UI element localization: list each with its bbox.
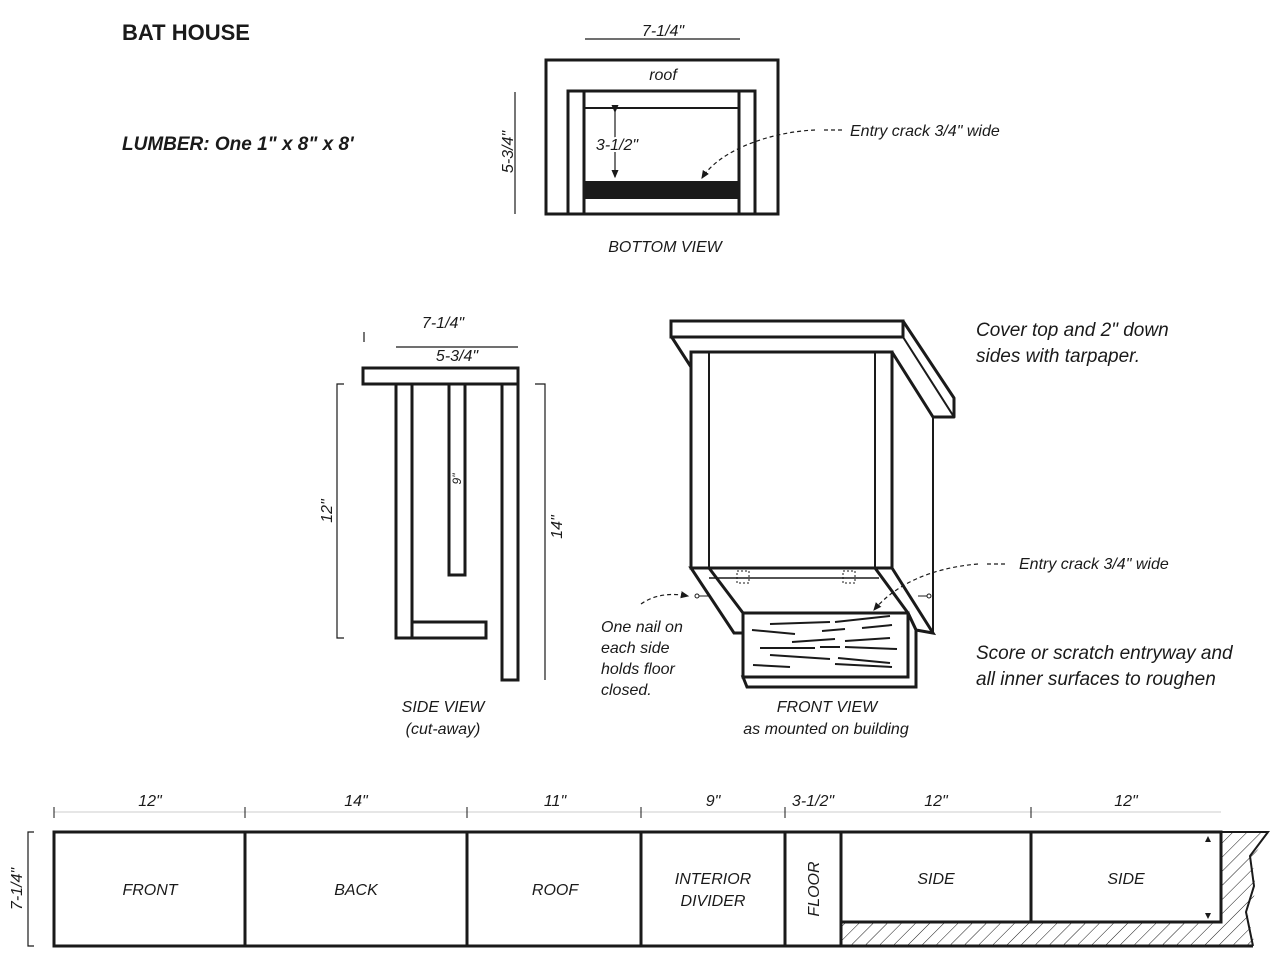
nail-note-line-1: One nail on [601,619,683,636]
front-view-caption: FRONT VIEW [777,699,879,716]
height-dimension: 5-3/4" [500,130,517,173]
piece-back: BACK [334,882,379,899]
side-2-dimension: 12" [1114,793,1139,810]
side-view-subcaption: (cut-away) [406,721,481,738]
front-panel [689,350,894,570]
back-dimension-line [535,383,546,680]
bottom-view: 7-1/4" 5-3/4" roof 3-1/2" Entry crack 3/… [500,23,1000,256]
front-view: Cover top and 2" down sides with tarpape… [601,319,1234,738]
floor-board [410,620,488,640]
back-board [500,382,520,682]
floor-dimension: 3-1/2" [792,793,835,810]
inner-dimension: 3-1/2" [596,137,639,154]
side-1-dimension: 12" [924,793,949,810]
piece-side-2: SIDE [1107,871,1145,888]
front-board [394,382,414,640]
roof-dimension: 7-1/4" [422,315,465,332]
divider-dimension: 9" [450,473,464,485]
divider-board [447,382,467,577]
piece-floor: FLOOR [806,861,823,917]
side-view: 7-1/4" 5-3/4" 9" 12" 14" SIDE VIEW (cut-… [319,315,566,738]
cut-layout: 12" 14" 11" 9" 3-1/2" 12" 12" 7-1/4" FRO… [9,793,1270,948]
tarpaper-note-line-2: sides with tarpaper. [976,346,1140,367]
score-note-line-2: all inner surfaces to roughen [976,669,1216,690]
entry-arrow [874,563,1005,610]
nail-note-line-4: closed. [601,682,652,699]
piece-interior-divider-line-1: INTERIOR [675,871,752,888]
nail-note-line-3: holds floor [601,661,675,678]
roof-front [669,319,905,339]
inner-dimension: 5-3/4" [436,348,479,365]
board-width-dimension: 7-1/4" [9,867,26,910]
front-dimension: 12" [138,793,163,810]
front-view-subcaption: as mounted on building [743,721,909,738]
lumber-spec: LUMBER: One 1" x 8" x 8' [122,134,355,155]
roof-board [361,366,520,386]
front-dimension: 12" [319,498,336,523]
roof-label: roof [649,67,678,84]
floor-board [584,181,739,199]
piece-side-1: SIDE [917,871,955,888]
piece-roof: ROOF [532,882,579,899]
nail-icon [694,593,932,599]
piece-front: FRONT [122,882,178,899]
hinge-icon [736,570,856,584]
entry-arrow [702,129,842,178]
bottom-view-caption: BOTTOM VIEW [608,239,723,256]
entry-note: Entry crack 3/4" wide [850,123,1000,140]
entry-note: Entry crack 3/4" wide [1019,556,1169,573]
back-dimension: 14" [549,514,566,539]
wood-grain [751,615,898,668]
side-view-caption: SIDE VIEW [402,699,487,716]
board-width-dimension-line [27,831,34,947]
piece-interior-divider-line-2: DIVIDER [681,893,746,910]
front-dimension-line [336,383,344,639]
nail-note-line-2: each side [601,640,670,657]
score-note-line-1: Score or scratch entryway and [976,643,1234,664]
nail-arrow [640,591,690,605]
page-title: BAT HOUSE [122,20,250,45]
back-dimension: 14" [344,793,369,810]
divider-dimension: 9" [706,793,722,810]
width-dimension: 7-1/4" [642,23,685,40]
tarpaper-note-line-1: Cover top and 2" down [976,320,1169,341]
roof-dimension: 11" [544,793,568,810]
